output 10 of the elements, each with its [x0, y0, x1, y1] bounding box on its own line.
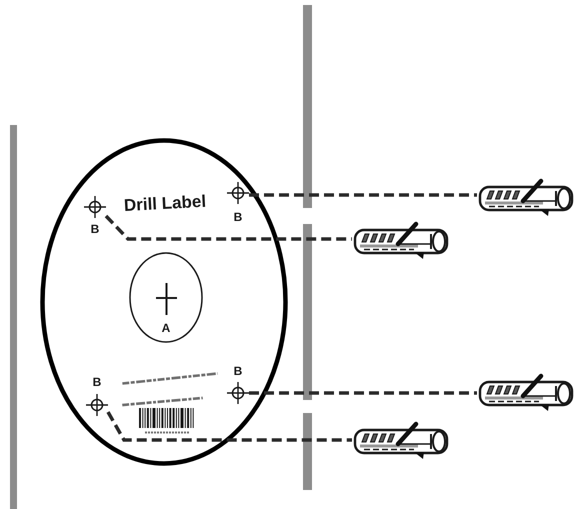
dashed-guide-line — [106, 411, 352, 442]
point-label: B — [234, 210, 242, 224]
point-label: B — [234, 364, 242, 378]
dashed-guide-line — [104, 214, 352, 241]
point-label: A — [162, 321, 170, 335]
template-title: Drill Label — [123, 192, 207, 216]
dashed-guide-line — [249, 193, 477, 197]
point-label: B — [92, 375, 102, 389]
dashed-guide-line — [249, 391, 477, 395]
point-label: B — [90, 222, 100, 236]
